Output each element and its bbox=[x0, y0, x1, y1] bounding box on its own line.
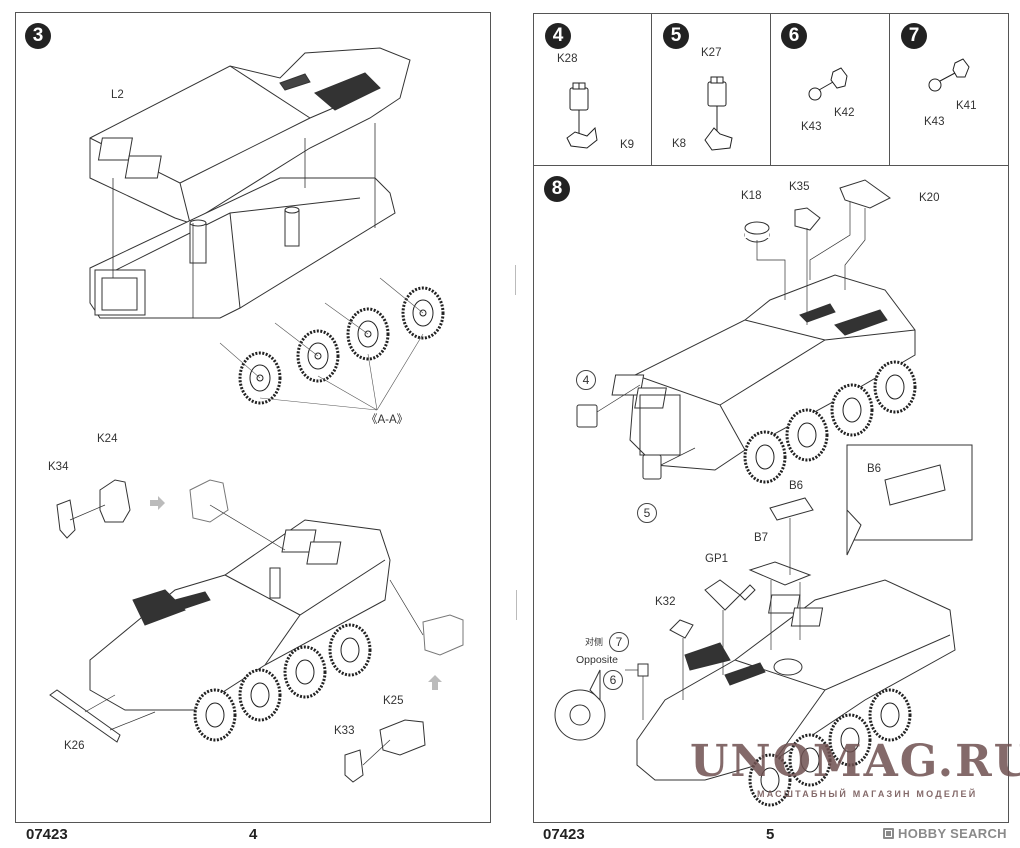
publisher-logo: HOBBY SEARCH bbox=[883, 826, 1007, 841]
direction-arrow bbox=[150, 496, 165, 510]
step-reference-4: 4 bbox=[576, 370, 596, 390]
part-label-k26: K26 bbox=[64, 740, 85, 752]
step-number-badge: 7 bbox=[901, 23, 927, 49]
part-k35 bbox=[795, 208, 820, 230]
step-number-badge: 4 bbox=[545, 23, 571, 49]
part-label-k33: K33 bbox=[334, 725, 355, 737]
part-label-wheels-a-a: 《A-A》 bbox=[366, 414, 409, 426]
part-label-k32: K32 bbox=[655, 596, 676, 608]
direction-arrow bbox=[428, 675, 442, 690]
wheel bbox=[403, 288, 443, 338]
part-k24 bbox=[100, 480, 130, 522]
part-label-k18: K18 bbox=[741, 190, 762, 202]
step8-vehicle-drawing bbox=[545, 180, 1005, 800]
step3-vehicle-drawing bbox=[45, 450, 465, 750]
part-k33 bbox=[345, 750, 363, 782]
publisher-logo-text: HOBBY SEARCH bbox=[898, 826, 1007, 841]
step-divider bbox=[889, 13, 890, 165]
part-label-k24: K24 bbox=[97, 433, 118, 445]
step-divider bbox=[770, 13, 771, 165]
step6-drawing bbox=[805, 62, 855, 107]
watermark-logo: UNOMAG.RU bbox=[690, 736, 1020, 787]
step-number-badge: 8 bbox=[544, 176, 570, 202]
part-label-k41: K41 bbox=[956, 100, 977, 112]
part-label-b7: B7 bbox=[754, 532, 769, 544]
part-label-k25: K25 bbox=[383, 695, 404, 707]
wheels-a-a bbox=[240, 288, 443, 403]
step5-drawing bbox=[700, 72, 750, 157]
step-divider bbox=[651, 13, 652, 165]
part-k32 bbox=[670, 620, 693, 638]
step-number-badge: 5 bbox=[663, 23, 689, 49]
step3-hull-assembly-drawing bbox=[80, 38, 440, 418]
kit-number: 07423 bbox=[26, 826, 68, 843]
part-label-k9: K9 bbox=[620, 139, 635, 151]
part-label-k43: K43 bbox=[924, 116, 945, 128]
part-gp1 bbox=[705, 580, 740, 610]
part-label-k42: K42 bbox=[834, 107, 855, 119]
step-row-divider bbox=[533, 165, 1009, 166]
step7-drawing bbox=[925, 55, 975, 100]
part-k25 bbox=[380, 720, 425, 755]
part-label-k35: K35 bbox=[789, 181, 810, 193]
component-5 bbox=[643, 455, 661, 479]
part-label-l2: L2 bbox=[111, 89, 124, 101]
part-k20 bbox=[840, 180, 890, 208]
part-label-gp1: GP1 bbox=[705, 553, 729, 565]
part-label-k28: K28 bbox=[557, 53, 578, 65]
page-number: 4 bbox=[249, 826, 258, 843]
part-label-k27: K27 bbox=[701, 47, 722, 59]
step-reference-5: 5 bbox=[637, 503, 657, 523]
part-b7 bbox=[750, 562, 810, 585]
step-reference-7: 7 bbox=[609, 632, 629, 652]
component-6 bbox=[638, 664, 648, 676]
step-number-badge: 3 bbox=[25, 23, 51, 49]
part-label-b6-inset: B6 bbox=[867, 463, 882, 475]
step4-drawing bbox=[565, 70, 635, 155]
opposite-label-cn: 对侧 bbox=[585, 637, 604, 647]
component-4 bbox=[577, 405, 597, 427]
scan-artifact bbox=[515, 265, 516, 295]
watermark-tagline: МАСШТАБНЫЙ МАГАЗИН МОДЕЛЕЙ bbox=[757, 789, 978, 799]
scan-artifact bbox=[516, 590, 517, 620]
page-number: 5 bbox=[766, 826, 775, 843]
part-label-k20: K20 bbox=[919, 192, 940, 204]
part-label-k8: K8 bbox=[672, 138, 687, 150]
assembled-hull bbox=[90, 520, 390, 710]
part-label-k43: K43 bbox=[801, 121, 822, 133]
kit-number: 07423 bbox=[543, 826, 585, 843]
part-k34 bbox=[57, 500, 75, 538]
part-label-b6: B6 bbox=[789, 480, 804, 492]
hobby-search-logo-icon bbox=[883, 828, 894, 839]
step-reference-6: 6 bbox=[603, 670, 623, 690]
part-label-k34: K34 bbox=[48, 461, 69, 473]
step-number-badge: 6 bbox=[781, 23, 807, 49]
opposite-label-en: Opposite bbox=[576, 654, 619, 666]
part-b6 bbox=[770, 498, 813, 520]
part-k26 bbox=[50, 690, 120, 742]
